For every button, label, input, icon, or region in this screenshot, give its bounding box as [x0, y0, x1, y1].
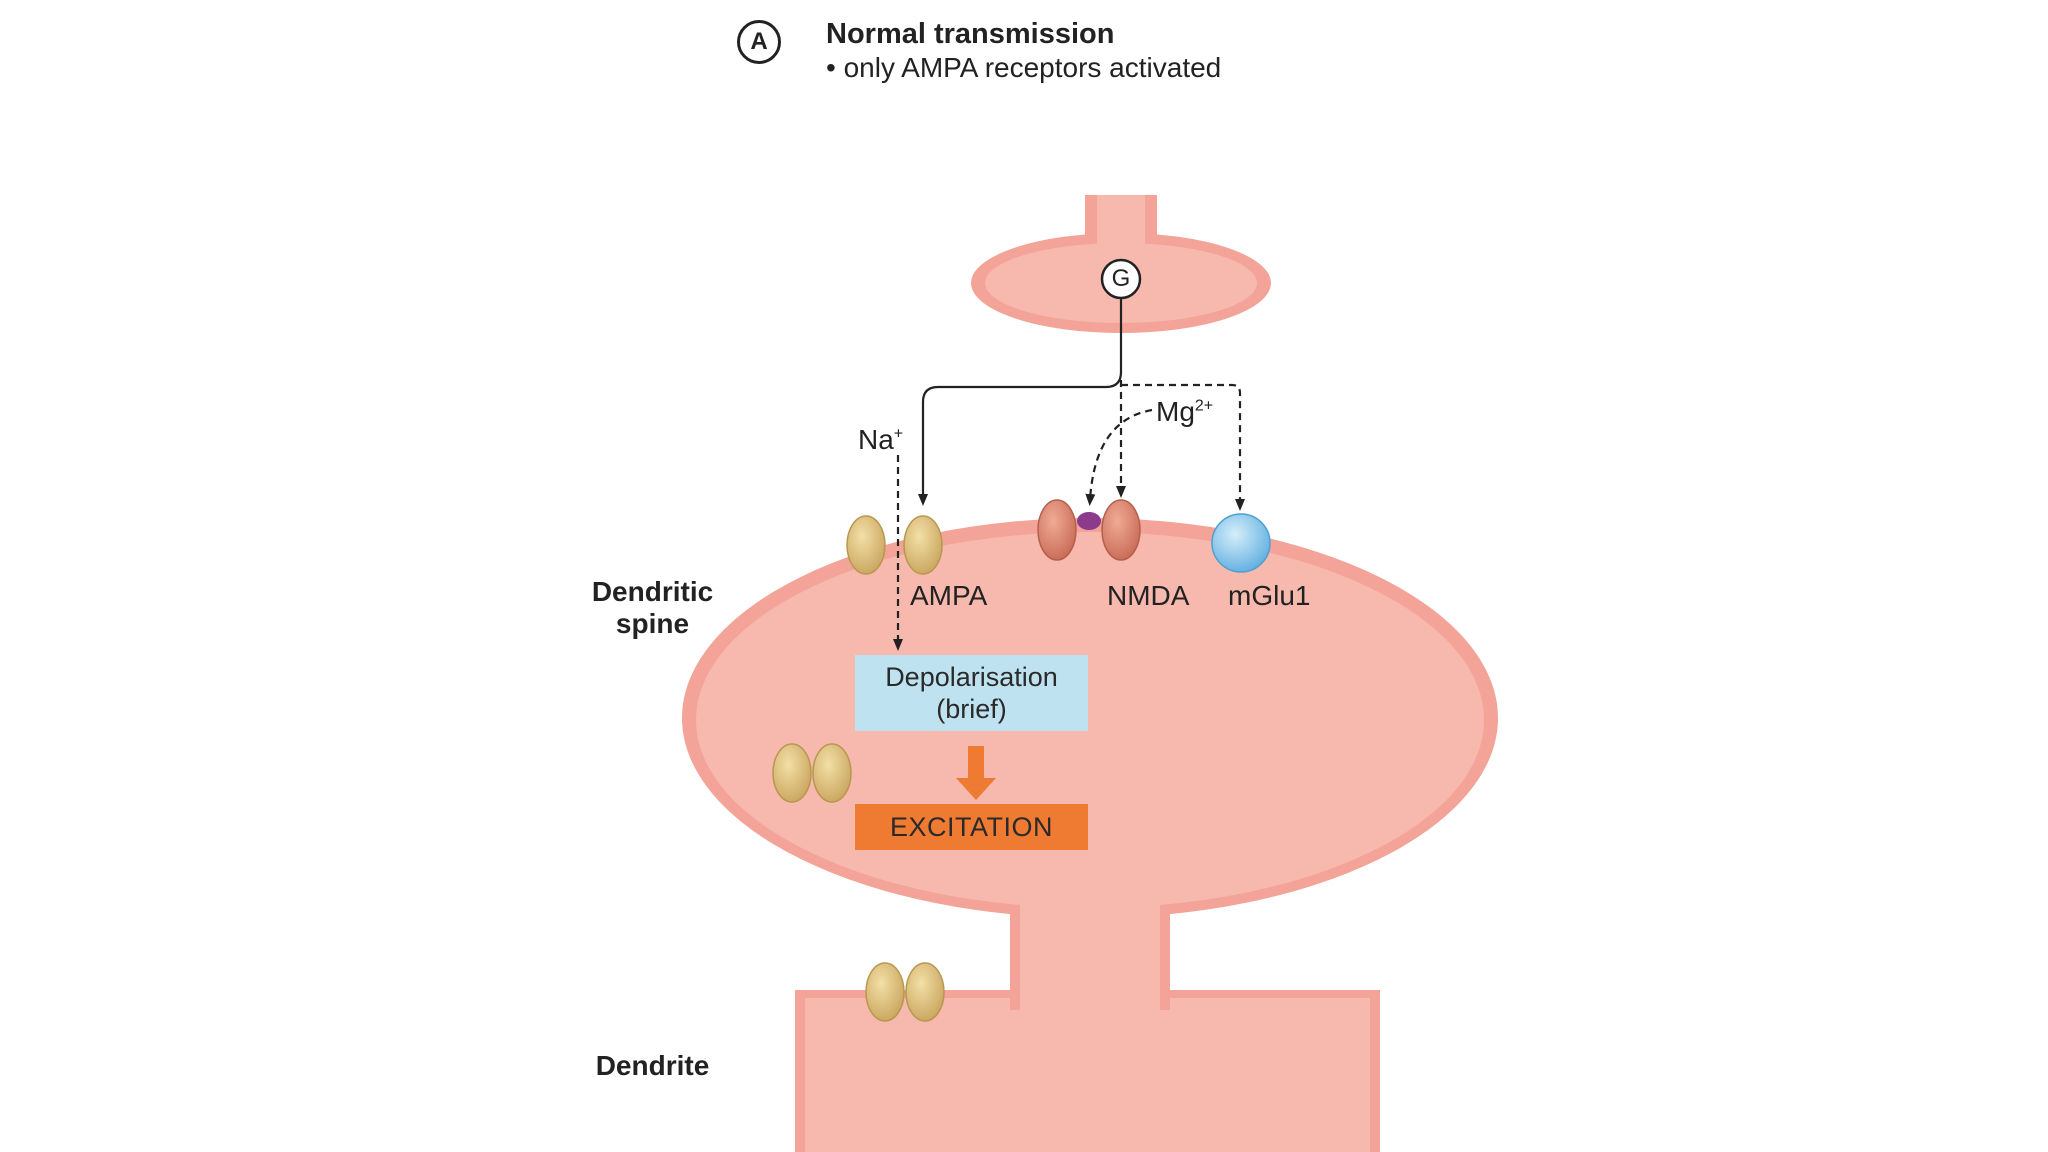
- glutamate-label: G: [1111, 265, 1131, 292]
- nmda-receptor: [1037, 499, 1141, 561]
- dendritic-spine-label: Dendritic spine: [570, 576, 735, 640]
- figure-subtitle: • only AMPA receptors activated: [826, 52, 1222, 83]
- dendrite-label: Dendrite: [595, 1050, 710, 1081]
- ampa-label: AMPA: [910, 580, 988, 611]
- excitation-box: EXCITATION: [855, 804, 1088, 850]
- ampa-receptor: [846, 515, 943, 575]
- dendritic-spine-label-line2: spine: [615, 608, 690, 639]
- sodium-charge: +: [893, 425, 904, 443]
- depolarisation-box: Depolarisation (brief): [855, 655, 1088, 731]
- mg-arrow: [1085, 408, 1153, 506]
- sodium-symbol: Na: [858, 424, 894, 455]
- nmda-label: NMDA: [1107, 580, 1190, 611]
- dendrite-shaft: [795, 900, 1380, 1152]
- panel-badge: A: [737, 20, 781, 64]
- dendrite-ampa-receptor: [865, 962, 945, 1022]
- mg-ion: [1077, 512, 1101, 530]
- mglu1-arrow: [1121, 383, 1245, 511]
- magnesium-symbol: Mg: [1156, 396, 1195, 427]
- figure-title: Normal transmission: [826, 18, 1115, 50]
- orange-down-arrow: [956, 746, 996, 800]
- magnesium-charge: 2+: [1194, 397, 1214, 415]
- sodium-label: Na+: [858, 424, 903, 456]
- ampa-arrow: [918, 298, 1123, 506]
- internal-ampa-receptor: [772, 743, 852, 803]
- mglu1-receptor: [1211, 513, 1271, 573]
- depolarisation-text: Depolarisation: [885, 662, 1058, 692]
- depolarisation-duration: (brief): [936, 694, 1007, 724]
- dendritic-spine-head: [682, 518, 1498, 935]
- pathway-arrows: [893, 298, 1245, 651]
- mglu1-label: mGlu1: [1228, 580, 1311, 611]
- magnesium-label: Mg2+: [1156, 396, 1213, 428]
- dendritic-spine-label-line1: Dendritic: [591, 576, 714, 607]
